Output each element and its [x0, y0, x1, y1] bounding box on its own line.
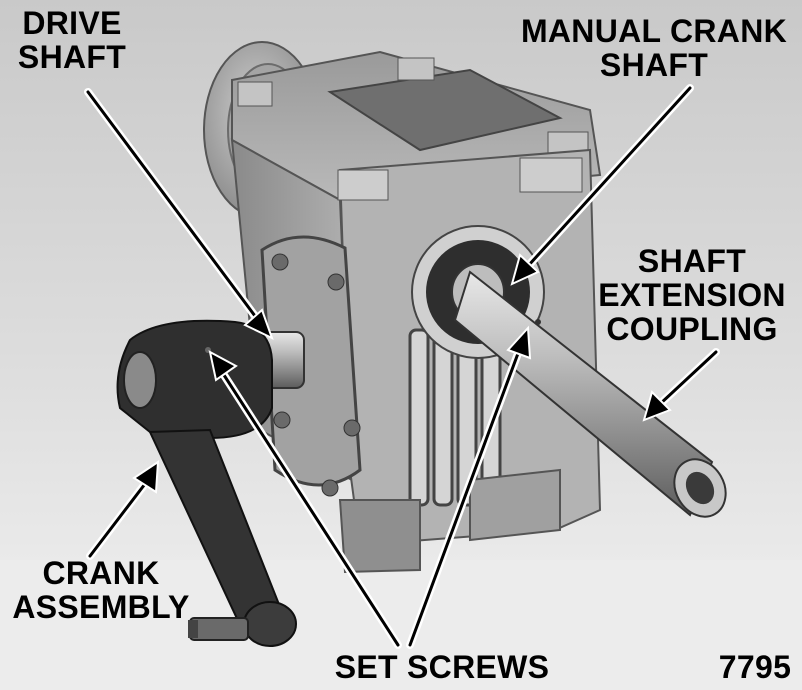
label-set-screws: SET SCREWS	[334, 649, 550, 685]
leader-arrows	[84, 84, 720, 649]
manual-crank-shaft-arrow	[510, 84, 694, 286]
label-manual-crank-shaft: MANUAL CRANK SHAFT	[520, 13, 788, 83]
label-drive-shaft: DRIVE SHAFT	[17, 5, 127, 75]
shaft-extension-coupling	[453, 270, 727, 518]
shaft-extension-coupling-arrow	[642, 348, 720, 422]
label-shaft-extension-coupling: SHAFT EXTENSION COUPLING	[598, 243, 786, 347]
label-crank-assembly: CRANK ASSEMBLY	[12, 555, 190, 625]
drive-shaft-arrow	[84, 88, 274, 340]
set-screw-arrow-right	[406, 325, 532, 649]
crank-assembly	[116, 319, 297, 647]
floor	[0, 560, 802, 690]
set-screw-arrow-left	[208, 350, 402, 649]
cooling-fins	[408, 328, 502, 507]
crank-assembly-arrow	[86, 460, 160, 560]
figure-number: 7795	[718, 649, 792, 685]
side-cover-plate	[260, 235, 362, 497]
